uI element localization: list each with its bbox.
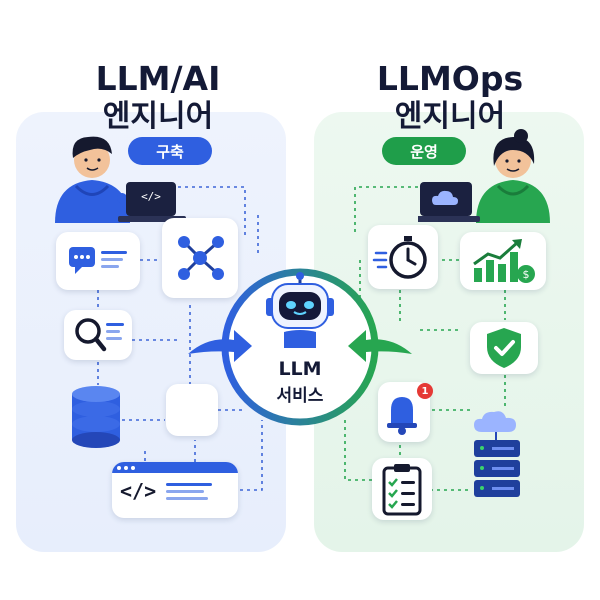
checklist-icon [382,464,422,516]
database-icon [72,386,120,448]
builder-person-icon [55,136,186,223]
center-label-service: 서비스 [276,386,324,406]
shield-check-icon [487,328,521,368]
center-label-llm: LLM [278,358,322,380]
growth-card: $ [460,232,546,290]
code-brackets-icon: </> [120,479,157,503]
alert-card [378,382,430,442]
operate-badge: 운영 [382,137,466,165]
checklist-card [372,458,432,520]
shield-card [470,322,538,374]
code-window-card: </> [112,462,238,518]
bell-icon [387,397,417,435]
alert-count: 1 [421,385,429,397]
left-title: LLM/AI 엔지니어 [28,59,288,134]
chat-card [56,232,140,290]
timer-card [368,225,438,289]
ops-person-icon [418,129,550,223]
network-card [162,218,238,298]
code-window-titlebar [112,462,238,473]
left-title-line2: 엔지니어 [102,98,214,134]
blank-card [166,384,218,436]
stopwatch-icon [372,236,427,279]
robot-icon [266,272,334,348]
left-title-line1: LLM/AI [95,59,221,98]
svg-text:$: $ [523,268,530,281]
right-title-line2: 엔지니어 [394,98,506,134]
right-title-line1: LLMOps [376,59,524,98]
search-icon [75,318,124,352]
alert-count-badge: 1 [417,383,433,399]
right-title: LLMOps 엔지니어 [320,59,580,134]
growth-chart-icon: $ [473,239,535,283]
laptop-code-label: </> [141,190,161,203]
network-graph-icon [178,236,224,280]
build-badge: 구축 [128,137,212,165]
cloud-server-icon [474,411,520,497]
search-card [64,310,132,360]
chat-bubble-icon [69,247,127,274]
